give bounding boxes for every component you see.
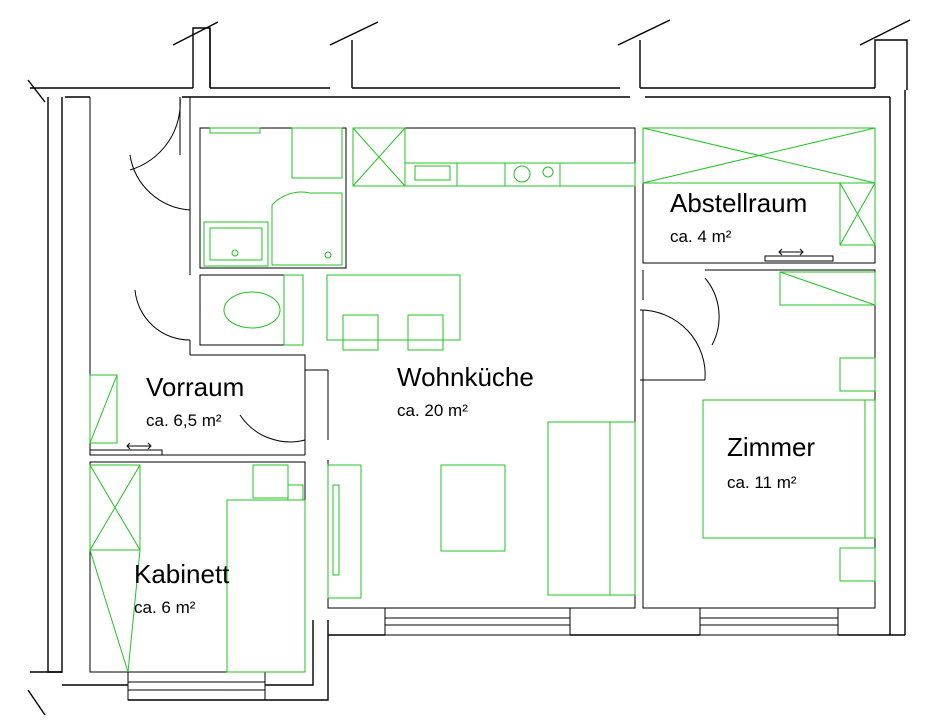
- furniture: [89, 127, 876, 673]
- room-name-vorraum: Vorraum: [146, 372, 244, 402]
- room-name-abstellraum: Abstellraum: [670, 188, 807, 218]
- room-name-zimmer: Zimmer: [727, 432, 815, 462]
- doors: [129, 96, 720, 443]
- room-area-wohnkueche: ca. 20 m²: [397, 401, 468, 420]
- room-name-wohnkueche: Wohnküche: [397, 362, 534, 392]
- exterior-walls: [27, 19, 911, 716]
- room-name-kabinett: Kabinett: [134, 559, 230, 589]
- room-area-abstellraum: ca. 4 m²: [670, 227, 732, 246]
- room-labels: Abstellraum ca. 4 m² Vorraum ca. 6,5 m² …: [134, 188, 815, 617]
- room-area-kabinett: ca. 6 m²: [134, 598, 196, 617]
- room-area-zimmer: ca. 11 m²: [727, 473, 797, 492]
- room-area-vorraum: ca. 6,5 m²: [146, 411, 222, 430]
